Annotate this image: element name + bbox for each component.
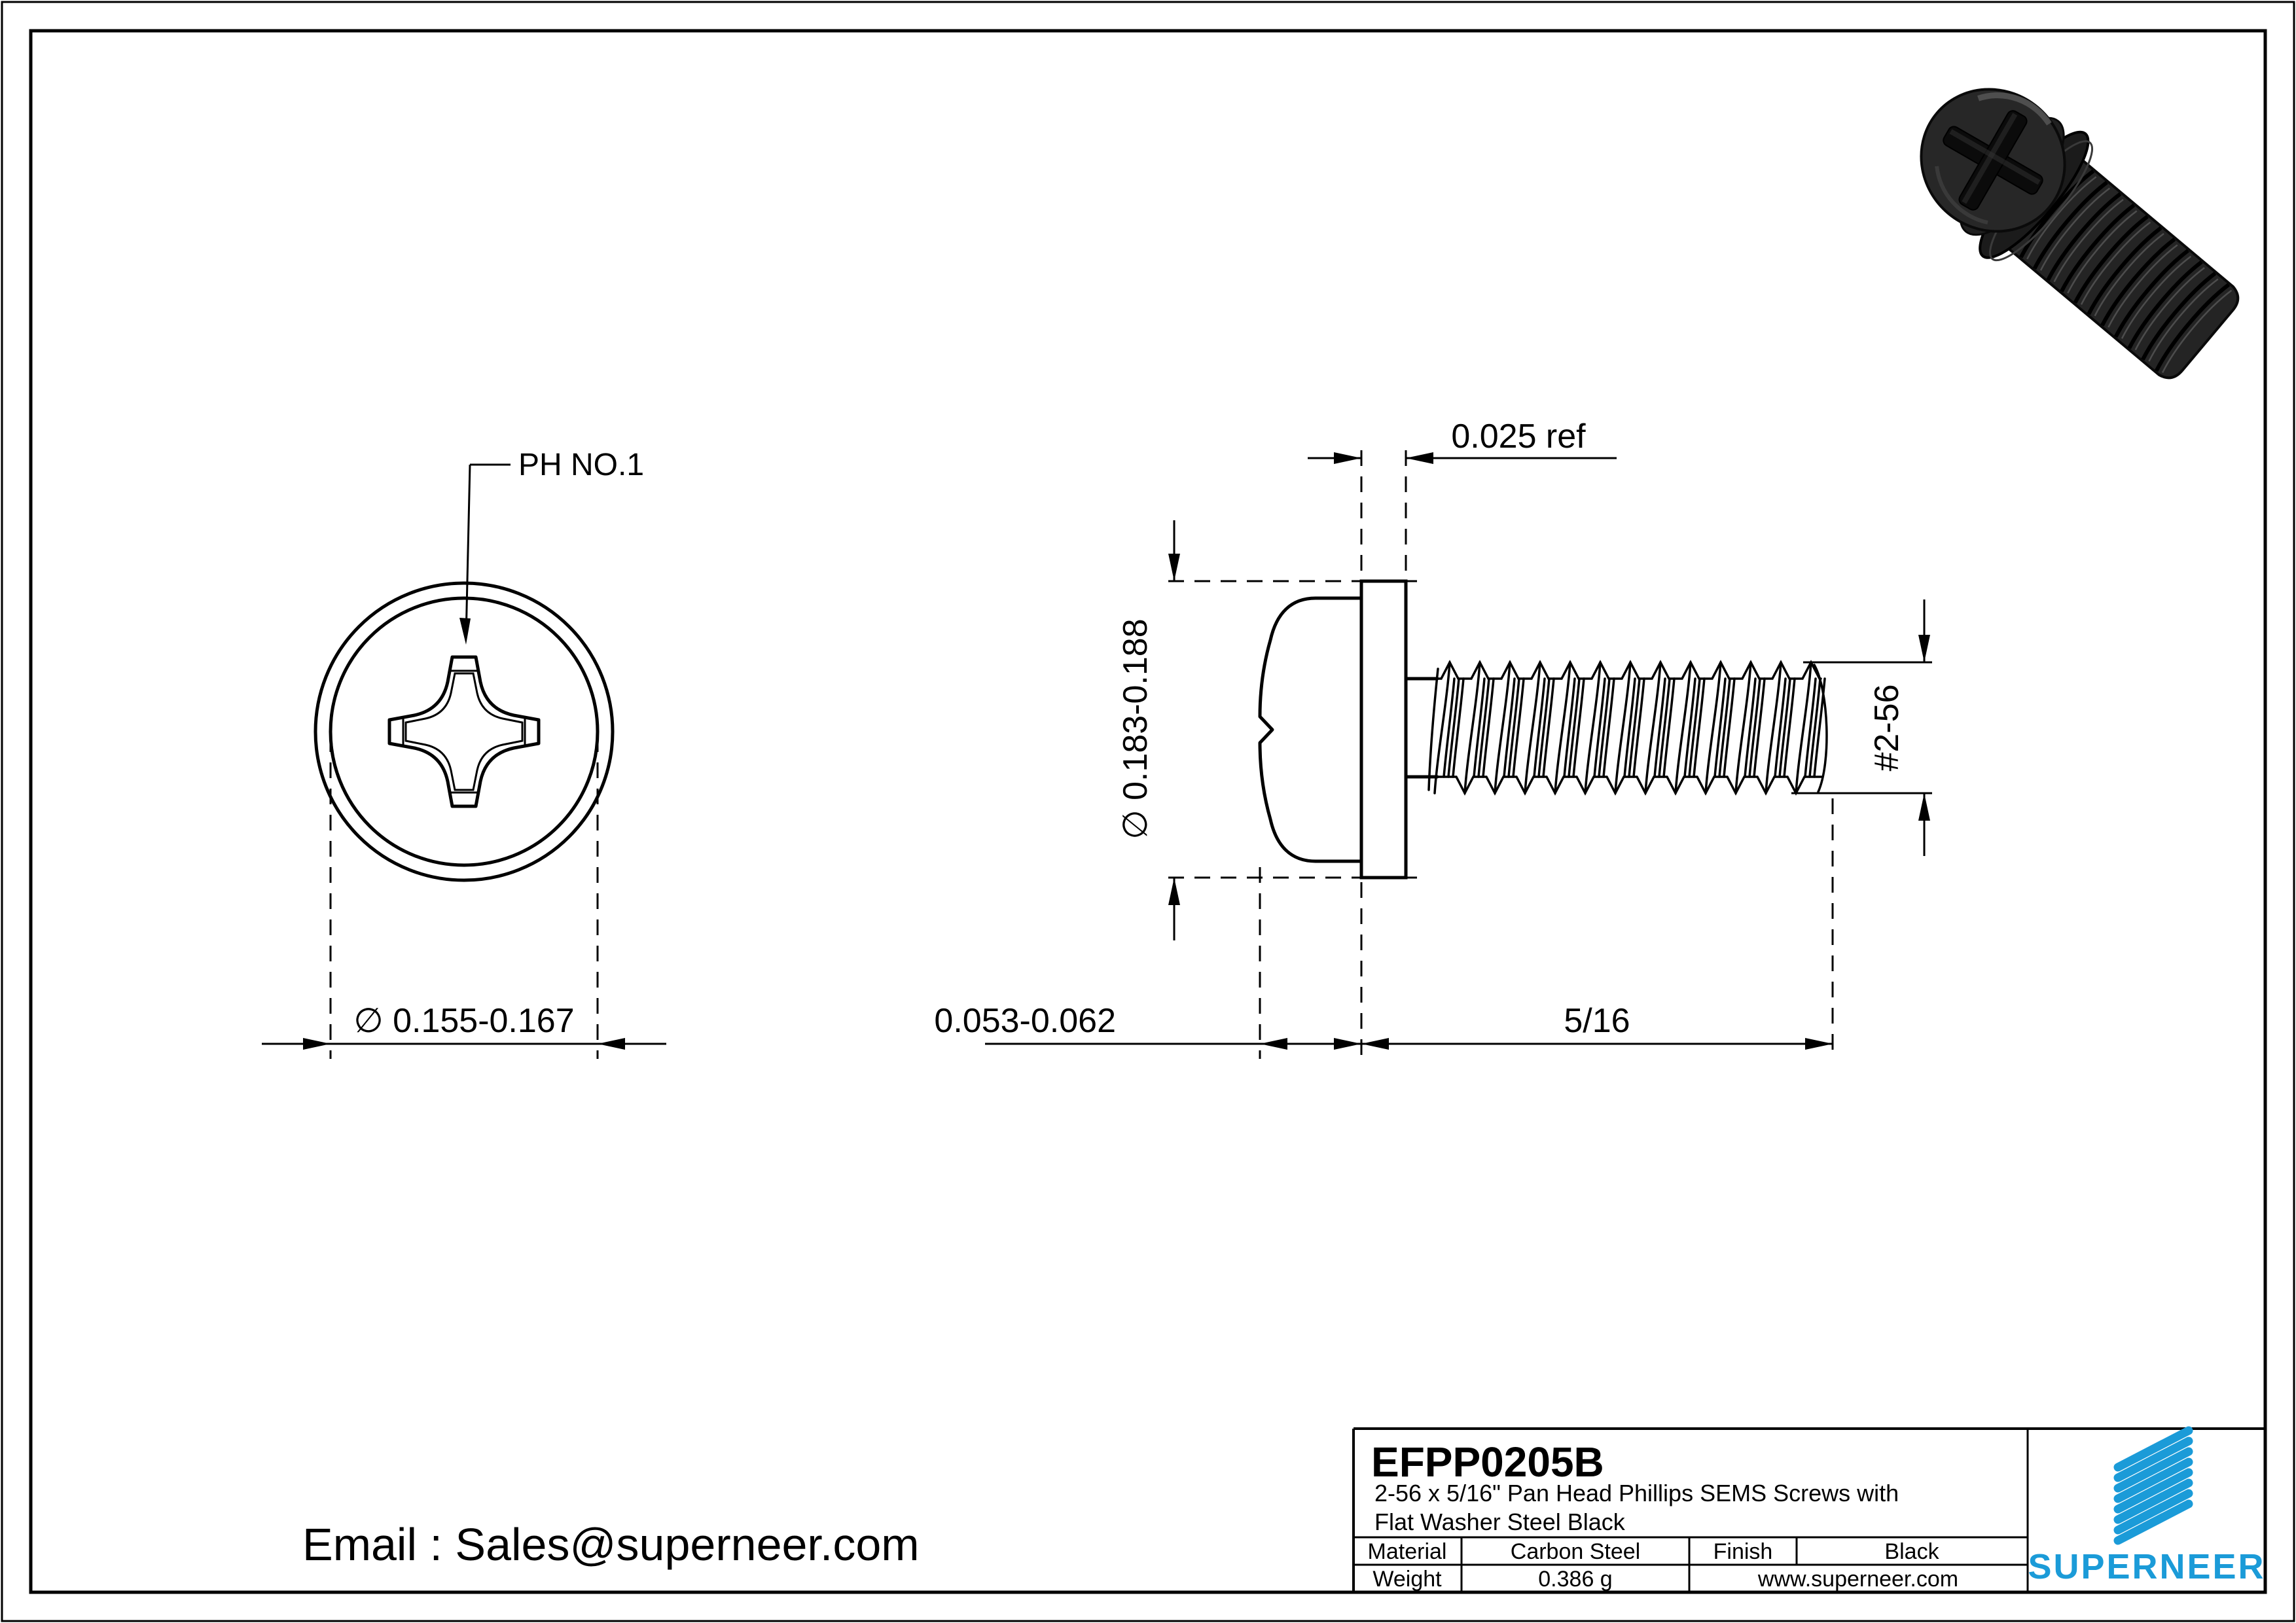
threaded-shank bbox=[1429, 662, 1827, 793]
head-diameter-text: ∅ 0.155-0.167 bbox=[353, 1002, 574, 1040]
washer-thickness-text: 0.025 ref bbox=[1451, 418, 1586, 455]
dim-thread-size: #2-56 bbox=[1791, 599, 1932, 856]
finish-label: Finish bbox=[1713, 1539, 1773, 1564]
dim-washer-thickness: 0.025 ref bbox=[1308, 418, 1617, 577]
description-line2: Flat Washer Steel Black bbox=[1374, 1508, 1626, 1535]
logo-stripes-icon bbox=[2118, 1431, 2189, 1541]
title-block: EFPP0205B 2-56 x 5/16" Pan Head Phillips… bbox=[1354, 1429, 2266, 1592]
ph-leader: PH NO.1 bbox=[459, 448, 644, 645]
side-view: 0.025 ref ∅ 0.183-0.188 #2-56 bbox=[934, 418, 1932, 1059]
finish-value: Black bbox=[1884, 1539, 1939, 1564]
flat-washer bbox=[1361, 581, 1406, 878]
ph-label-text: PH NO.1 bbox=[518, 448, 644, 482]
head-circle bbox=[331, 598, 598, 865]
superneer-logo: SUPERNEER bbox=[2028, 1431, 2265, 1586]
brand-text: SUPERNEER bbox=[2028, 1547, 2265, 1586]
material-value: Carbon Steel bbox=[1511, 1539, 1640, 1564]
material-label: Material bbox=[1368, 1539, 1447, 1564]
part-number: EFPP0205B bbox=[1371, 1438, 1604, 1486]
pan-head-profile bbox=[1260, 598, 1361, 861]
weight-label: Weight bbox=[1372, 1567, 1442, 1592]
thread-size-text: #2-56 bbox=[1868, 685, 1906, 772]
weight-value: 0.386 g bbox=[1538, 1567, 1612, 1592]
phillips-recess-chords bbox=[403, 671, 525, 793]
thread-length-text: 5/16 bbox=[1564, 1002, 1630, 1040]
website-link[interactable]: www.superneer.com bbox=[1757, 1567, 1958, 1592]
email-text: Email : Sales@superneer.com bbox=[302, 1519, 920, 1570]
screw-3d-render bbox=[1886, 52, 2259, 402]
front-view: ∅ 0.155-0.167 PH NO.1 bbox=[262, 448, 666, 1059]
head-height-text: 0.053-0.062 bbox=[934, 1002, 1116, 1040]
description-line1: 2-56 x 5/16" Pan Head Phillips SEMS Scre… bbox=[1374, 1480, 1899, 1507]
phillips-recess-inner bbox=[406, 673, 522, 790]
phillips-recess-outer bbox=[389, 657, 539, 806]
washer-diameter-text: ∅ 0.183-0.188 bbox=[1117, 618, 1155, 839]
dim-head-diameter: ∅ 0.155-0.167 bbox=[262, 736, 666, 1059]
